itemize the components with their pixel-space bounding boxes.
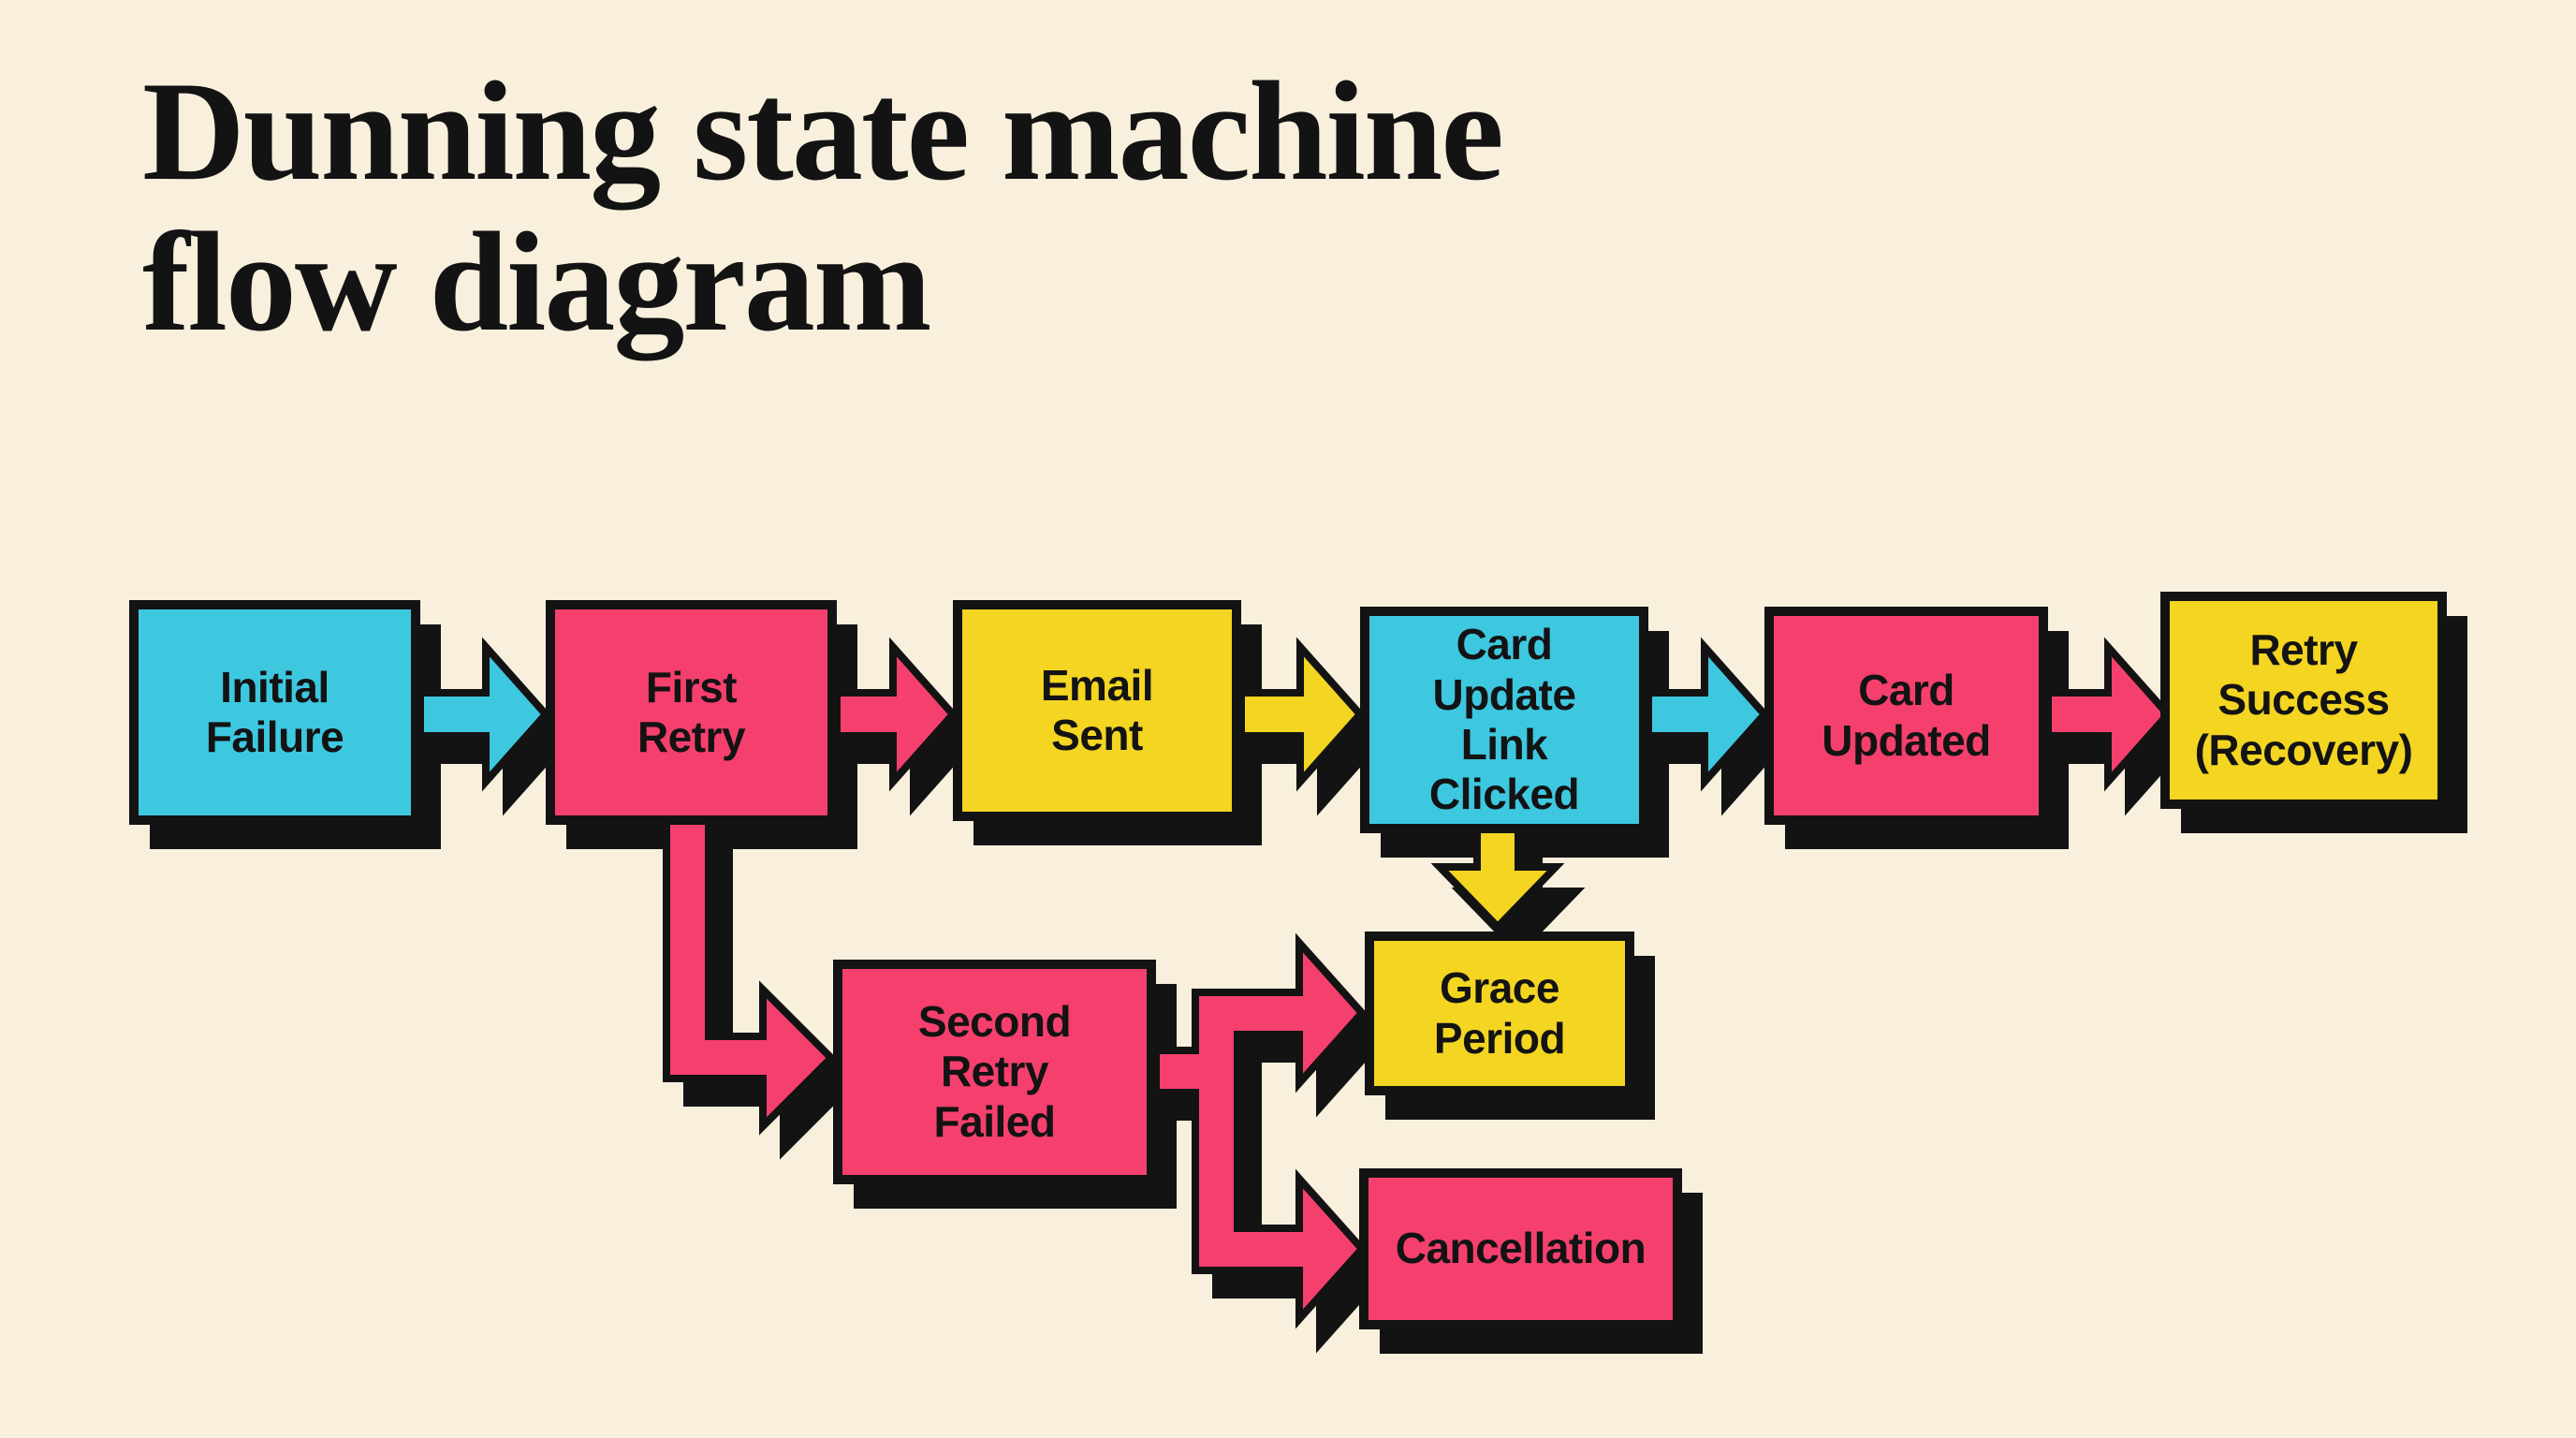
edge-first-retry-to-email-sent [833,637,959,792]
edge-card-updated-to-retry-success [2044,637,2174,792]
edge-initial-failure-to-first-retry [417,637,551,792]
page-title: Dunning state machine flow diagram [142,52,1504,361]
edge-email-sent-to-card-update-link-clicked [1237,637,1366,792]
edge-card-update-link-clicked-to-card-updated [1645,637,1770,792]
edge-second-retry-failed-to-grace-period-and-cancellation [1152,932,1368,1329]
edge-first-retry-to-second-retry-failed [663,813,837,1136]
